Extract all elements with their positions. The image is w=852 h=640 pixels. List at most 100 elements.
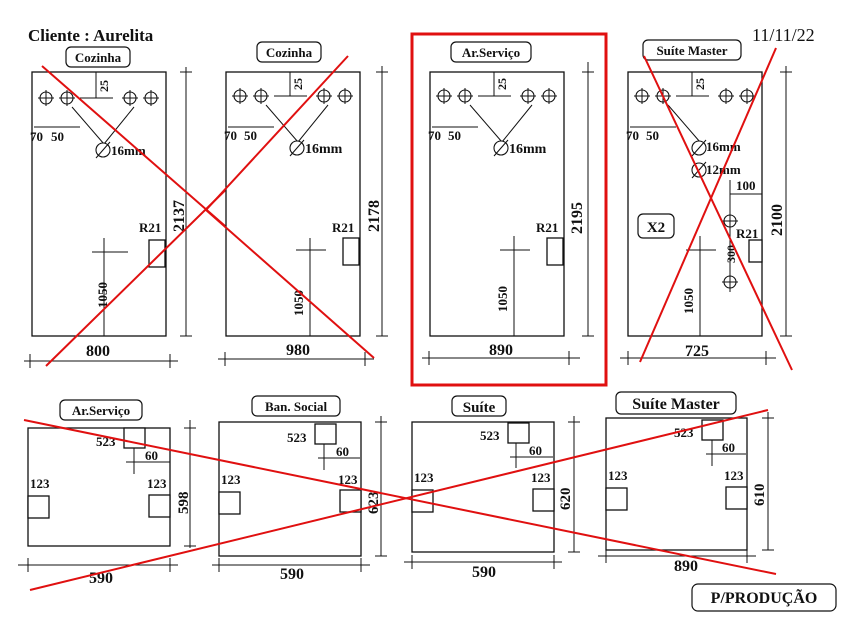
dim-70: 70 (224, 128, 237, 143)
hole-left (605, 487, 628, 511)
shelf-panel (27, 427, 171, 547)
width-dim: 980 (286, 342, 310, 359)
handle-label: R21 (736, 226, 758, 241)
dim-50: 50 (646, 128, 659, 143)
dim-70: 70 (626, 128, 639, 143)
hinge-holes (634, 88, 755, 104)
height-dim: 598 (176, 492, 192, 515)
dim-25: 25 (97, 80, 111, 92)
door-panel (429, 71, 565, 337)
dim-25: 25 (291, 78, 305, 90)
bottom-panel-suite-590: Suíte 523 60 123 123 620 590 (404, 395, 580, 581)
side-hole-dim: 123 (221, 472, 241, 487)
hole-left (218, 491, 241, 515)
offset-60: 60 (336, 444, 349, 459)
offset-60: 60 (145, 448, 158, 463)
handle-slot (342, 237, 360, 266)
handle-slot (748, 239, 763, 263)
height-dim: 623 (366, 492, 382, 515)
dim-50: 50 (244, 128, 257, 143)
side-hole-dim: 123 (608, 468, 628, 483)
drill-label: 16mm (509, 142, 547, 157)
width-dim: 890 (489, 342, 513, 359)
strike-line-1 (23, 419, 777, 575)
shelf-panel (218, 421, 362, 557)
side-hole-dim: 123 (30, 476, 50, 491)
door-panel (627, 71, 763, 337)
multiplier-box (637, 213, 675, 239)
panel-title: Cozinha (266, 45, 313, 60)
hinge-holes (232, 88, 353, 104)
date-label: 11/11/22 (752, 25, 815, 45)
dim-70: 70 (30, 129, 43, 144)
top-panel-cozinha-800: Cozinha 25 70 50 16mm R21 1050 2137 800 (24, 46, 251, 368)
panel-title: Cozinha (75, 50, 122, 65)
height-dim: 620 (558, 488, 574, 511)
hinge-holes (38, 90, 159, 106)
handle-height: 1050 (95, 282, 110, 308)
bottom-panel-ban-social-590: Ban. Social 523 60 123 123 623 590 (212, 395, 387, 583)
hole-top (507, 422, 530, 444)
panel-title-box (65, 46, 131, 68)
production-stamp: P/PRODUÇÃO (711, 588, 818, 607)
bottom-panel-ar-servico-590: Ar.Serviço 523 60 123 123 598 590 (18, 399, 196, 587)
dim-50: 50 (448, 128, 461, 143)
highlight-frame (410, 32, 608, 387)
handle-label: R21 (332, 220, 354, 235)
handle-label: R21 (139, 220, 161, 235)
height-dim: 610 (752, 484, 768, 507)
drill-label: 16mm (305, 142, 343, 157)
side-hole-dim-right: 123 (724, 468, 744, 483)
panel-title-box (451, 395, 507, 417)
width-dim: 890 (674, 558, 698, 575)
client-name: Cliente : Aurelita (28, 26, 154, 45)
handle-label: R21 (536, 220, 558, 235)
height-dim: 2137 (171, 200, 188, 232)
top-panel-suite-master-725: Suíte Master 25 70 50 16mm 12mm 100 300 … (620, 39, 793, 371)
top-hole-dim: 523 (287, 430, 307, 445)
side-hole-dim-right: 123 (147, 476, 167, 491)
dim-25: 25 (495, 78, 509, 90)
panel-title: Suíte Master (656, 43, 727, 58)
dim-25: 25 (693, 78, 707, 90)
top-panel-cozinha-980: Cozinha 25 70 50 16mm R21 1050 2178 980 (205, 41, 388, 366)
panel-title-box (59, 399, 143, 421)
top-panel-ar-servico-890: Ar.Serviço 25 70 50 16mm R21 1050 2195 8… (410, 32, 608, 387)
panel-title-box (251, 395, 341, 417)
height-dim: 2195 (569, 202, 586, 234)
panel-title: Suíte (463, 400, 496, 416)
height-dim: 2100 (769, 204, 786, 236)
panel-title: Suíte Master (632, 396, 720, 413)
top-hole-dim: 523 (480, 428, 500, 443)
handle-height: 1050 (681, 288, 696, 314)
width-dim: 590 (472, 564, 496, 581)
panel-title-box (642, 39, 742, 61)
hole-right (339, 489, 362, 513)
dim-50: 50 (51, 129, 64, 144)
panel-title-box (615, 391, 737, 415)
panel-title: Ban. Social (265, 399, 328, 414)
hinge-holes (436, 88, 557, 104)
handle-height: 1050 (291, 290, 306, 316)
panel-title-box (450, 41, 532, 63)
multiplier: X2 (647, 220, 665, 236)
height-dim: 2178 (366, 200, 383, 232)
handle-slot (546, 237, 564, 266)
hole-top (314, 423, 337, 445)
width-dim: 590 (280, 566, 304, 583)
width-dim: 800 (86, 343, 110, 360)
drill-label: 16mm (111, 143, 146, 158)
panel-title: Ar.Serviço (72, 403, 130, 418)
offset-100: 100 (736, 178, 756, 193)
hole-right (725, 486, 748, 510)
stamp-box (691, 583, 837, 612)
hole-left (27, 495, 50, 519)
shelf-panel (411, 421, 555, 553)
width-dim: 725 (685, 343, 709, 360)
side-hole-dim-right: 123 (338, 472, 358, 487)
side-hole-dim-right: 123 (531, 470, 551, 485)
hole-right (532, 488, 555, 512)
bottom-panel-suite-master-890: Suíte Master 523 60 123 123 610 890 (598, 391, 774, 575)
handle-height: 1050 (495, 286, 510, 312)
